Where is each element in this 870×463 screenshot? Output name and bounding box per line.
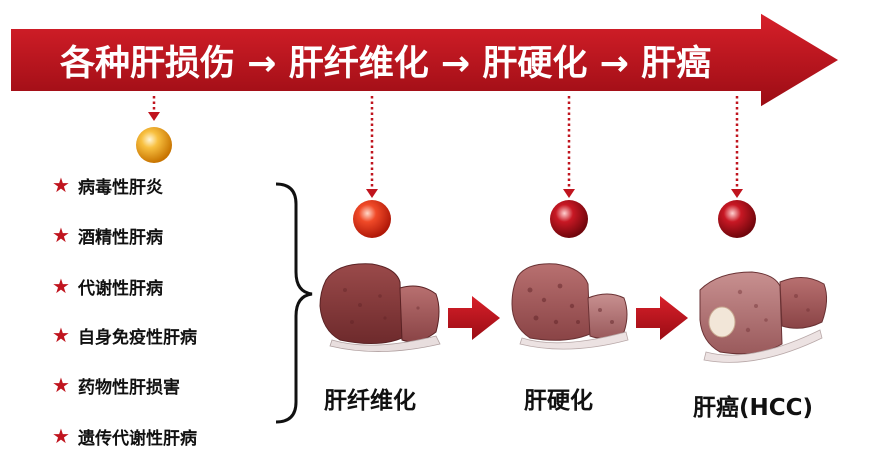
injury-ball-icon — [136, 127, 172, 163]
fibrosis-ball-icon — [353, 200, 391, 238]
stage-label-cirrhosis: 肝硬化 — [524, 388, 593, 414]
red-star-icon: ★ — [52, 323, 70, 347]
dotted-connectors — [152, 96, 739, 192]
cirrhosis-ball-icon — [550, 200, 588, 238]
red-star-icon: ★ — [52, 173, 70, 197]
list-item: ★ 酒精性肝病 — [52, 222, 163, 248]
cause-label: 酒精性肝病 — [78, 227, 163, 248]
cause-label: 药物性肝损害 — [78, 377, 180, 398]
cause-label: 病毒性肝炎 — [78, 177, 163, 198]
progress-arrow-2 — [636, 296, 688, 340]
cancer-ball-icon — [718, 200, 756, 238]
banner-title: 各种肝损伤 → 肝纤维化 → 肝硬化 → 肝癌 — [59, 43, 711, 84]
banner-arrow: 各种肝损伤 → 肝纤维化 → 肝硬化 → 肝癌 — [9, 10, 842, 110]
red-star-icon: ★ — [52, 424, 70, 448]
hcc-liver-image — [699, 271, 828, 363]
list-item: ★ 代谢性肝病 — [52, 273, 163, 299]
connector-arrowheads — [148, 112, 743, 198]
cause-label: 自身免疫性肝病 — [78, 327, 197, 348]
red-star-icon: ★ — [52, 274, 70, 298]
stage-label-hcc: 肝癌(HCC) — [693, 395, 814, 421]
bracket-icon — [275, 182, 313, 424]
tumor-icon — [708, 306, 736, 338]
red-star-icon: ★ — [52, 223, 70, 247]
stage-label-fibrosis: 肝纤维化 — [324, 388, 416, 414]
cirrhotic-liver-image — [511, 263, 629, 350]
list-item: ★ 药物性肝损害 — [52, 372, 180, 398]
list-item: ★ 病毒性肝炎 — [52, 172, 163, 198]
cause-label: 代谢性肝病 — [78, 278, 163, 299]
progress-arrow-1 — [448, 296, 500, 340]
list-item: ★ 遗传代谢性肝病 — [52, 423, 197, 449]
fibrotic-liver-image — [319, 263, 441, 352]
list-item: ★ 自身免疫性肝病 — [52, 322, 197, 348]
red-star-icon: ★ — [52, 373, 70, 397]
cause-label: 遗传代谢性肝病 — [78, 428, 197, 449]
